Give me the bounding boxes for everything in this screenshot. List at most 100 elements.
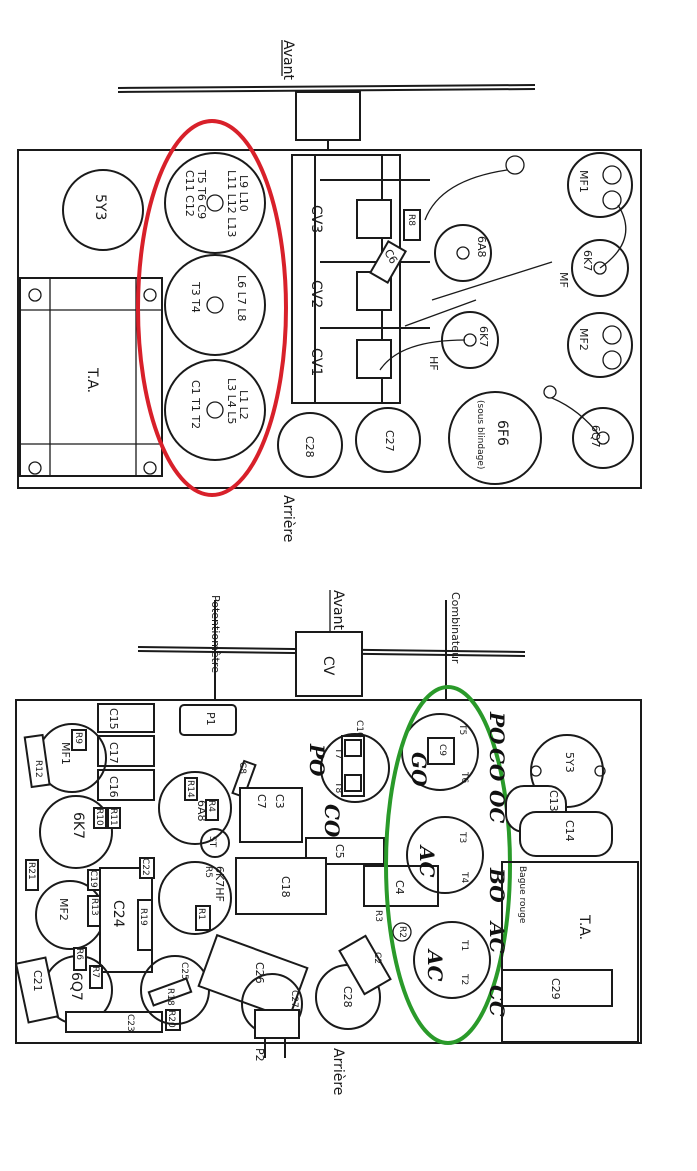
- svg-text:MF2: MF2: [57, 898, 70, 921]
- tube-5y3: [62, 169, 144, 251]
- svg-text:C3: C3: [273, 794, 286, 809]
- cv1-label: CV1: [308, 348, 324, 376]
- svg-text:L3 L4 L5: L3 L4 L5: [225, 378, 238, 424]
- svg-text:C2: C2: [372, 952, 382, 964]
- svg-text:T7: T7: [333, 747, 343, 759]
- bottom-chassis-outline: [15, 699, 642, 1044]
- svg-text:AC: AC: [423, 948, 447, 982]
- svg-text:CV: CV: [320, 656, 336, 676]
- svg-text:C13: C13: [547, 790, 560, 812]
- svg-text:6Q7: 6Q7: [68, 972, 84, 1001]
- svg-text:L1 L2: L1 L2: [237, 390, 250, 420]
- svg-text:C28: C28: [303, 436, 316, 458]
- svg-text:R20: R20: [166, 1010, 176, 1028]
- svg-text:C24: C24: [110, 900, 126, 928]
- svg-text:C8: C8: [237, 762, 247, 774]
- svg-text:L11 L12 L13: L11 L12 L13: [225, 170, 238, 237]
- svg-text:R2: R2: [397, 926, 407, 938]
- coil-can-c-bottom: [413, 921, 491, 999]
- svg-text:T3: T3: [457, 831, 467, 843]
- mf1-can: [567, 152, 633, 218]
- svg-text:CO: CO: [485, 748, 509, 782]
- svg-text:C1 T1 T2: C1 T1 T2: [189, 380, 202, 429]
- svg-text:C4: C4: [393, 880, 406, 895]
- cv2-label: CV2: [308, 280, 324, 308]
- bottom-front-label: Avant: [330, 590, 346, 630]
- svg-text:T.A.: T.A.: [576, 914, 592, 940]
- svg-text:R12: R12: [33, 760, 43, 778]
- svg-text:P1: P1: [204, 712, 217, 726]
- svg-text:C7: C7: [255, 794, 268, 809]
- svg-text:6K7: 6K7: [581, 250, 594, 271]
- svg-text:CO: CO: [320, 804, 344, 838]
- svg-text:C9: C9: [437, 744, 447, 756]
- svg-text:PO: PO: [305, 743, 329, 777]
- cap-c28: [277, 412, 343, 478]
- svg-text:R19: R19: [138, 908, 148, 926]
- svg-text:MF: MF: [557, 272, 570, 288]
- svg-text:C19: C19: [88, 870, 98, 888]
- svg-text:C29: C29: [549, 978, 562, 1000]
- svg-text:C27: C27: [383, 430, 396, 452]
- svg-text:6A8: 6A8: [195, 800, 208, 822]
- cap-c27: [355, 407, 421, 473]
- svg-text:6A8: 6A8: [475, 236, 488, 258]
- svg-text:L9 L10: L9 L10: [237, 175, 250, 212]
- svg-text:C25: C25: [179, 962, 189, 980]
- svg-text:6K7HF: 6K7HF: [213, 866, 226, 902]
- svg-text:GO: GO: [407, 752, 431, 787]
- svg-text:C16: C16: [107, 776, 120, 798]
- tube-6a8-bottom: [158, 771, 232, 845]
- svg-text:T2: T2: [459, 973, 469, 985]
- svg-text:P2: P2: [253, 1048, 266, 1062]
- svg-text:T6: T6: [459, 771, 469, 783]
- svg-text:6F6: 6F6: [494, 420, 510, 446]
- top-front-label: Avant: [280, 40, 296, 80]
- coil-can-1: [164, 152, 266, 254]
- tube-6k7-mf: [571, 239, 629, 297]
- coil-can-2: [164, 254, 266, 356]
- coil-can-3: [164, 359, 266, 461]
- bottom-rear-label: Arrière: [330, 1048, 346, 1095]
- mf2-can: [567, 312, 633, 378]
- svg-text:6K7: 6K7: [477, 326, 490, 347]
- svg-text:C28: C28: [341, 986, 354, 1008]
- svg-text:T8: T8: [333, 781, 343, 793]
- svg-text:C15: C15: [107, 708, 120, 730]
- svg-text:L6 L7 L8: L6 L7 L8: [235, 275, 248, 321]
- transformer-ta-label: T.A.: [84, 367, 100, 393]
- svg-text:AC: AC: [485, 920, 509, 954]
- svg-text:6K7: 6K7: [70, 812, 86, 839]
- svg-text:R6: R6: [74, 948, 84, 960]
- bottom-chassis-view: Potentiomètre Avant Combinateur CV P1 C1…: [14, 590, 642, 1095]
- svg-text:C5: C5: [333, 844, 346, 859]
- svg-text:R9: R9: [73, 732, 83, 744]
- tube-6k7-hf: [441, 311, 499, 369]
- svg-text:R8: R8: [406, 214, 416, 226]
- svg-text:T4: T4: [459, 871, 469, 883]
- svg-text:R4: R4: [206, 800, 216, 812]
- svg-text:R13: R13: [89, 898, 99, 916]
- coil-can-b-bottom: [406, 816, 484, 894]
- svg-text:T5 T6 C9: T5 T6 C9: [195, 169, 208, 219]
- svg-text:C27: C27: [289, 990, 299, 1008]
- svg-text:R21: R21: [26, 862, 36, 880]
- svg-text:C10: C10: [354, 720, 364, 738]
- svg-text:AC: AC: [415, 844, 439, 878]
- svg-text:T5: T5: [457, 723, 467, 735]
- top-chassis-view: Avant 5Y3 T.A. L9 L10 L11 L12 L13 T5 T6 …: [17, 40, 642, 542]
- svg-text:C22: C22: [140, 858, 150, 876]
- svg-text:ST: ST: [207, 836, 217, 848]
- svg-text:T3 T4: T3 T4: [189, 281, 202, 313]
- tube-6a8: [434, 224, 492, 282]
- transformer-ta-bottom: [501, 861, 639, 1043]
- svg-text:HF: HF: [427, 356, 440, 371]
- svg-text:C6: C6: [381, 247, 400, 266]
- cv3-label: CV3: [308, 205, 324, 233]
- top-chassis-outline: [17, 149, 642, 489]
- svg-text:R5: R5: [203, 866, 213, 878]
- svg-text:R3: R3: [373, 910, 383, 922]
- svg-text:R7: R7: [90, 966, 100, 978]
- svg-text:MF2: MF2: [577, 328, 590, 351]
